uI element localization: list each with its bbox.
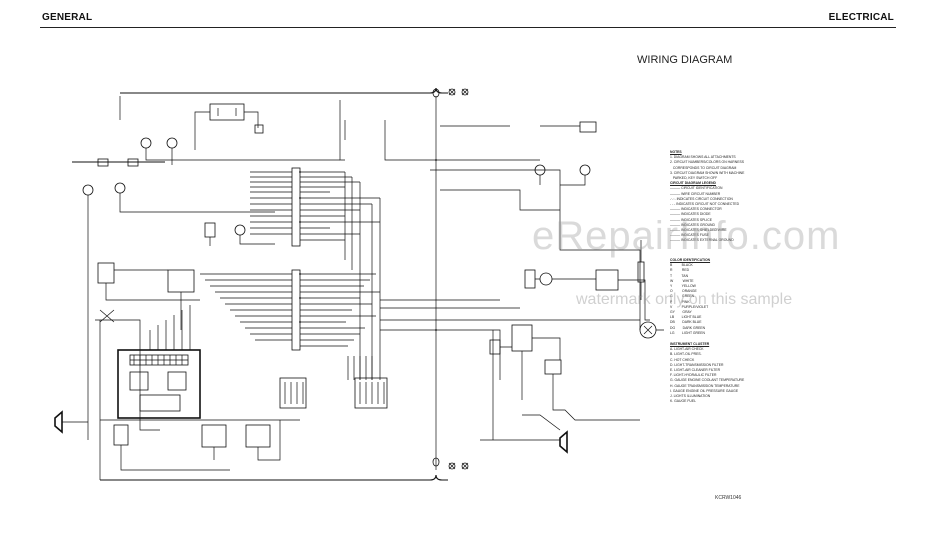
wire-color-legend: COLOR IDENTIFICATION B BLACK R RED T TAN…: [670, 258, 711, 335]
bottom-harness: [99, 320, 469, 481]
terminal-dots: [299, 159, 437, 331]
vertical-bundle: [339, 100, 540, 380]
key-switch: [100, 419, 300, 471]
starter-alternator: [380, 121, 664, 454]
header-section-label: GENERAL: [42, 12, 93, 23]
diagram-title: WIRING DIAGRAM: [637, 54, 733, 66]
battery: [194, 103, 264, 150]
controller-box: [117, 305, 201, 419]
left-gauges: [72, 137, 340, 440]
watermark-note: watermark only on this sample: [576, 291, 793, 308]
back-up-alarm: [54, 410, 88, 434]
notes-legend: NOTES 1. DIAGRAM SHOWS ALL ATTACHMENTS 2…: [670, 150, 745, 243]
fuel-sender: [95, 262, 200, 431]
top-harness: [119, 87, 469, 470]
header-chapter-label: ELECTRICAL: [828, 12, 894, 23]
instrument-cluster-legend: INSTRUMENT CLUSTER A. LIGHT-AIR CHECK B.…: [670, 342, 745, 404]
drawing-code: KCRW1046: [715, 495, 742, 501]
fuse-block: [279, 377, 388, 409]
header-rule: [40, 27, 896, 28]
watermark-site: eRepairInfo.com: [532, 214, 841, 258]
upper-connector: [250, 167, 380, 247]
lower-connector: [200, 269, 380, 351]
